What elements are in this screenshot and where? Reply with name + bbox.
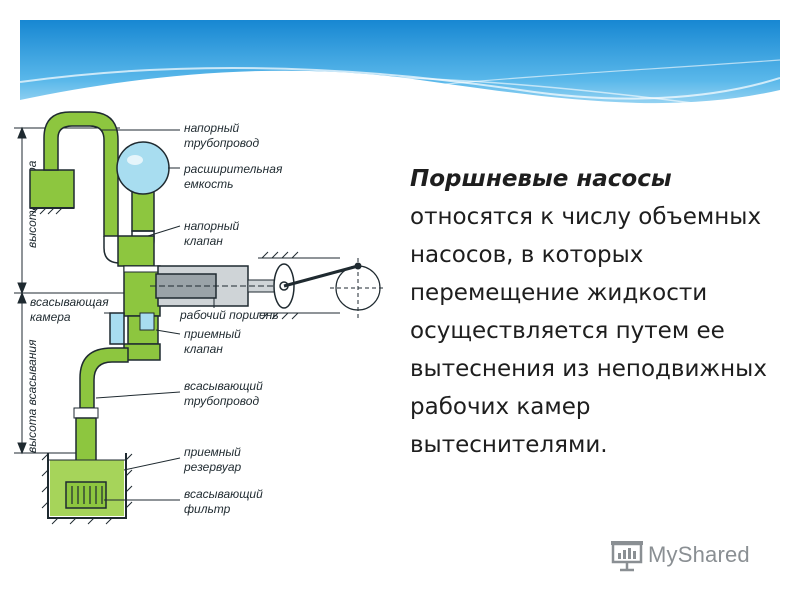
piston-pump-diagram: высота напора высота всасывания <box>0 108 390 548</box>
label-suction-pipe-2: трубопровод <box>184 394 259 408</box>
label-filter-2: фильтр <box>184 502 231 516</box>
label-expansion-2: емкость <box>184 177 233 191</box>
slide-body: относятся к числу объемных насосов, в ко… <box>410 204 767 458</box>
crank-mechanism <box>258 251 386 320</box>
banner-wave <box>19 20 781 130</box>
label-filter-1: всасывающий <box>184 487 263 501</box>
label-expansion-1: расширительная <box>183 162 283 176</box>
label-intake-valve-1: приемный <box>184 327 241 341</box>
label-napor-valve-1: напорный <box>184 219 240 233</box>
logo-text: MyShared <box>648 542 750 567</box>
pump-body <box>103 230 161 361</box>
top-banner <box>19 20 781 130</box>
label-napor-pipe-1: напорный <box>184 121 240 135</box>
label-reservoir-2: резервуар <box>183 460 242 474</box>
label-reservoir-1: приемный <box>184 445 241 459</box>
working-piston <box>150 265 290 307</box>
pump-schematic: высота напора высота всасывания <box>14 111 386 525</box>
label-napor-pipe-2: трубопровод <box>184 136 259 150</box>
discharge-tank <box>29 169 75 215</box>
label-suction-chamber-2: камера <box>30 310 71 324</box>
slide-text: Поршневые насосы относятся к числу объем… <box>410 160 780 464</box>
suction-filter <box>65 481 107 509</box>
suction-height-label: высота всасывания <box>25 339 39 453</box>
label-suction-pipe-1: всасывающий <box>184 379 263 393</box>
label-suction-chamber-1: всасывающая <box>30 295 109 309</box>
slide-title: Поршневые насосы <box>410 166 672 192</box>
label-intake-valve-2: клапан <box>184 342 223 356</box>
myshared-logo[interactable]: MyShared <box>610 538 770 574</box>
label-napor-valve-2: клапан <box>184 234 223 248</box>
presentation-board-icon <box>611 541 643 572</box>
suction-pipe <box>79 347 129 409</box>
leader-lines <box>95 129 215 501</box>
expansion-vessel <box>116 141 170 232</box>
label-piston: рабочий поршень <box>179 308 279 322</box>
